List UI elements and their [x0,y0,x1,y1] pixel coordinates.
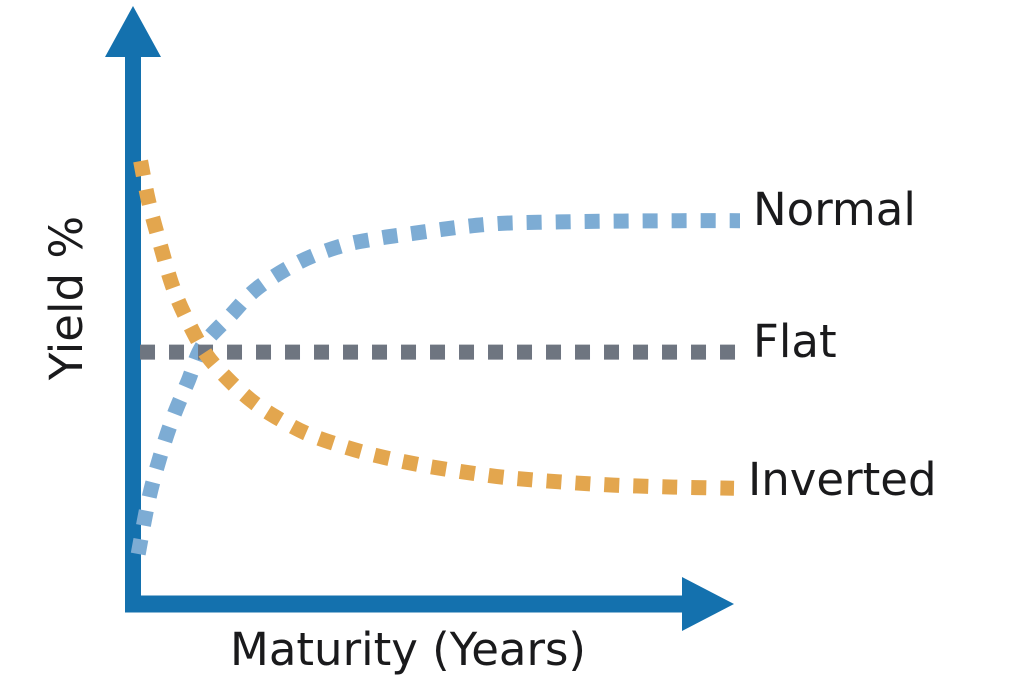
x-axis-label: Maturity (Years) [230,623,586,676]
x-axis [125,577,734,631]
y-axis [105,6,161,612]
series-label-normal: Normal [753,183,916,236]
series-label-flat: Flat [753,315,837,368]
series-label-inverted: Inverted [748,453,937,506]
y-axis-label: Yield % [40,216,93,381]
x-axis-arrowhead-icon [682,577,734,631]
normal-curve [130,213,741,556]
inverted-curve [133,159,735,496]
y-axis-arrowhead-icon [105,6,161,57]
